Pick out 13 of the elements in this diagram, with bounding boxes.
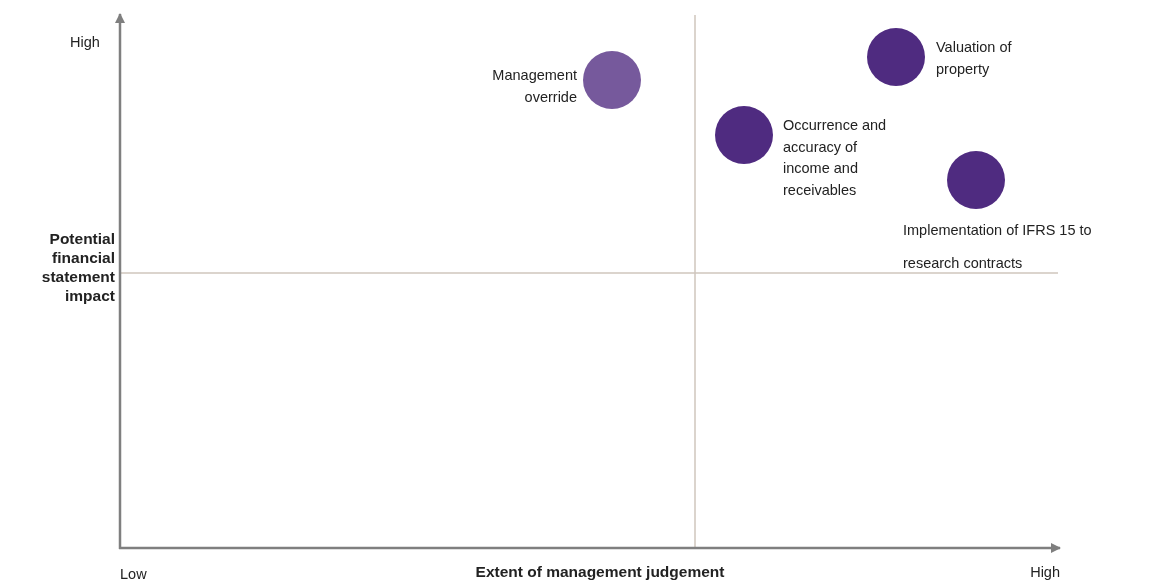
axis-end-label: High [1029, 563, 1060, 582]
risk-label: Implementation of IFRS 15 to research contracts [903, 221, 1093, 273]
risk-bubble [715, 106, 773, 164]
axis-title: Potential financial statement impact [40, 229, 115, 305]
risk-label: Management override [491, 66, 577, 107]
risk-bubble [583, 51, 641, 109]
risk-bubble [947, 151, 1005, 209]
axis-end-label: Low [120, 565, 148, 584]
risk-label: Valuation of property [936, 38, 1013, 79]
axis-title: Extent of management judgement [474, 562, 726, 582]
axis-end-label: High [70, 33, 101, 52]
risk-bubble [867, 28, 925, 86]
risk-label: Occurrence and accuracy of income and receivables [783, 116, 887, 200]
